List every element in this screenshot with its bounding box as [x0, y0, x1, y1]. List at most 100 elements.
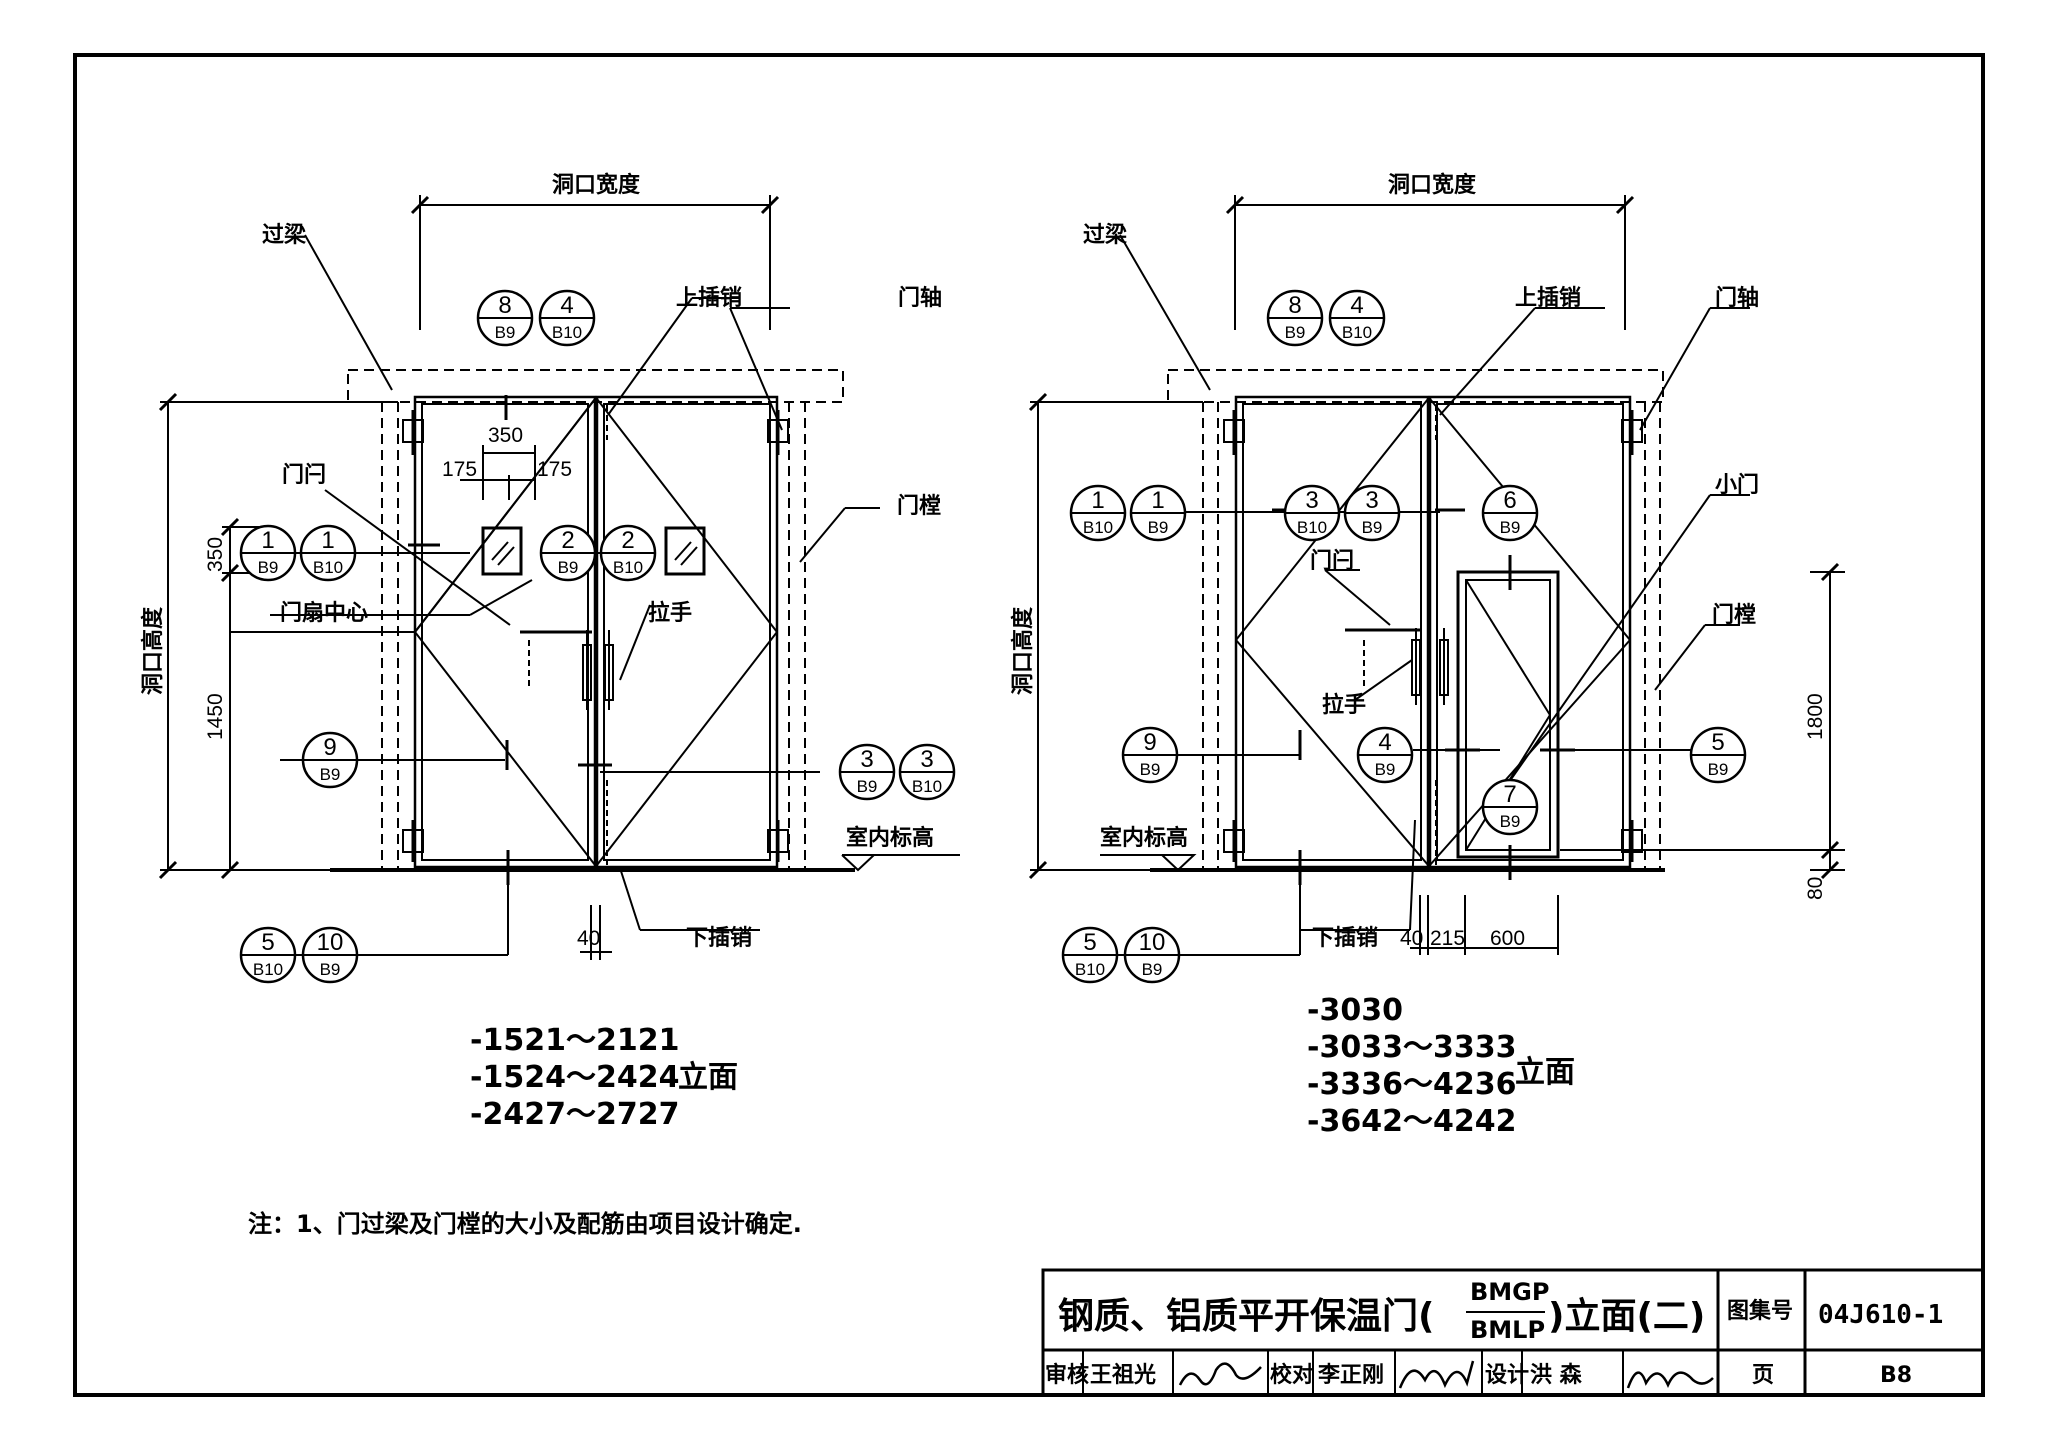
right-floor-level-label: 室内标高 — [1100, 825, 1188, 851]
designer-name: 洪 森 — [1530, 1362, 1583, 1388]
title-block — [1041, 1268, 1985, 1397]
callout-detail-number: 6 — [1503, 487, 1516, 514]
right-callout-10: 5B9 — [1689, 726, 1747, 784]
callout-detail-number: 2 — [561, 527, 574, 554]
callout-detail-number: 3 — [1365, 487, 1378, 514]
callout-detail-number: 1 — [321, 527, 334, 554]
check-label: 校对 — [1270, 1362, 1314, 1388]
right-callout-6: 3B9 — [1343, 484, 1401, 542]
title-prefix: 钢质、铝质平开保温门( — [1058, 1296, 1434, 1337]
callout-detail-number: 3 — [1305, 487, 1318, 514]
callout-detail-number: 5 — [261, 929, 274, 956]
left-elevation — [158, 195, 960, 960]
right-callout-11: 7B9 — [1481, 778, 1539, 836]
callout-detail-number: 9 — [1143, 729, 1156, 756]
left-opening-width-label: 洞口宽度 — [552, 172, 641, 198]
right-dim-215: 215 — [1430, 927, 1465, 950]
right-small-door-label: 小门 — [1715, 472, 1759, 498]
reviewer-name: 王祖光 — [1090, 1363, 1156, 1388]
right-code-4: -3642～4242 — [1307, 1104, 1516, 1139]
callout-detail-number: 8 — [498, 292, 511, 319]
atlas-number: 04J610-1 — [1818, 1300, 1943, 1330]
right-code-1: -3030 — [1307, 993, 1403, 1028]
callout-sheet-ref: B9 — [320, 960, 341, 979]
callout-sheet-ref: B9 — [558, 558, 579, 577]
callout-detail-number: 3 — [860, 746, 873, 773]
callout-detail-number: 1 — [261, 527, 274, 554]
left-leaf-center-label: 门扇中心 — [280, 600, 368, 626]
right-code-2: -3033～3333 — [1307, 1030, 1516, 1065]
left-callout-3: 1B9 — [239, 524, 297, 582]
right-dim-1800: 1800 — [1804, 693, 1827, 740]
right-lintel-label: 过梁 — [1083, 223, 1127, 248]
left-floor-level-label: 室内标高 — [846, 825, 934, 851]
right-callout-4: 1B9 — [1129, 484, 1187, 542]
callout-detail-number: 2 — [621, 527, 634, 554]
callout-detail-number: 1 — [1151, 487, 1164, 514]
callout-sheet-ref: B10 — [1297, 518, 1327, 537]
right-dim-40: 40 — [1400, 927, 1423, 950]
left-hinge-label: 门轴 — [898, 285, 942, 311]
callout-sheet-ref: B10 — [1075, 960, 1105, 979]
left-dim-175b: 175 — [537, 458, 572, 481]
designer-signature — [1626, 1371, 1714, 1389]
left-dim-175a: 175 — [442, 458, 477, 481]
left-callout-8: 3B9 — [838, 743, 896, 801]
checker-name: 李正刚 — [1317, 1363, 1384, 1388]
callout-sheet-ref: B10 — [313, 558, 343, 577]
left-opening-height-label: 洞口高度 — [140, 606, 166, 695]
right-view-label: 立面 — [1515, 1055, 1575, 1090]
callout-sheet-ref: B9 — [320, 765, 341, 784]
left-code-3: -2427～2727 — [470, 1097, 679, 1132]
callout-sheet-ref: B9 — [1375, 760, 1396, 779]
right-callouts: 8B94B101B101B93B103B96B99B94B95B97B95B10… — [1061, 289, 1747, 984]
callout-sheet-ref: B9 — [1500, 518, 1521, 537]
title-suffix: )立面(二) — [1548, 1296, 1705, 1337]
title-code-top: BMGP — [1470, 1278, 1549, 1306]
callout-sheet-ref: B9 — [1148, 518, 1169, 537]
right-hinge-label: 门轴 — [1715, 285, 1759, 311]
left-code-2: -1524～2424 — [470, 1060, 679, 1095]
callout-sheet-ref: B10 — [1083, 518, 1113, 537]
callout-detail-number: 9 — [323, 734, 336, 761]
callout-sheet-ref: B10 — [1342, 323, 1372, 342]
left-latch-label: 门闩 — [282, 462, 326, 488]
callout-detail-number: 4 — [1378, 729, 1391, 756]
callout-detail-number: 8 — [1288, 292, 1301, 319]
right-opening-height-label: 洞口高度 — [1010, 606, 1036, 695]
right-dim-80: 80 — [1804, 877, 1827, 900]
callout-sheet-ref: B9 — [1142, 960, 1163, 979]
left-view-label: 立面 — [678, 1060, 738, 1095]
left-dim-350-top: 350 — [488, 424, 523, 447]
left-dim-40: 40 — [577, 927, 600, 950]
right-callout-1: 8B9 — [1266, 289, 1324, 347]
left-lintel-label: 过梁 — [262, 223, 306, 248]
callout-sheet-ref: B9 — [1285, 323, 1306, 342]
left-callout-7: 9B9 — [301, 731, 359, 789]
right-dim-600: 600 — [1490, 927, 1525, 950]
callout-detail-number: 10 — [317, 929, 344, 956]
callout-sheet-ref: B9 — [1708, 760, 1729, 779]
callout-detail-number: 5 — [1711, 729, 1724, 756]
left-callout-5: 2B9 — [539, 524, 597, 582]
left-dim-1450: 1450 — [204, 693, 227, 740]
callout-sheet-ref: B10 — [613, 558, 643, 577]
right-top-bolt-label: 上插销 — [1515, 286, 1581, 311]
right-latch-label: 门闩 — [1310, 548, 1354, 574]
callout-sheet-ref: B9 — [1362, 518, 1383, 537]
review-label: 审核 — [1045, 1362, 1089, 1388]
left-code-1: -1521～2121 — [470, 1023, 679, 1058]
right-bottom-bolt-label: 下插销 — [1312, 926, 1378, 951]
callout-sheet-ref: B9 — [495, 323, 516, 342]
